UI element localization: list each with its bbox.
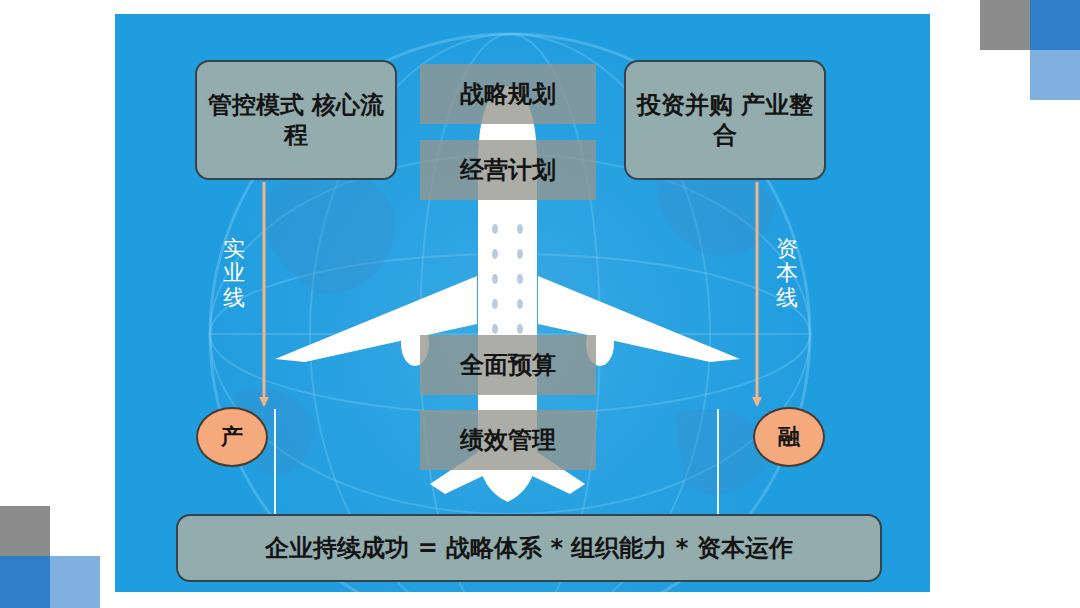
node-text: 管控模式 核心流程 (207, 90, 385, 150)
node-text: 融 (778, 423, 800, 451)
edge-label: 资本线 (776, 237, 798, 310)
outcome-circle: 产 (196, 407, 268, 467)
corner-square (980, 0, 1030, 50)
corner-square (1030, 0, 1080, 50)
stage-box: 经营计划 (420, 140, 596, 200)
process-box: 管控模式 核心流程 (195, 60, 397, 180)
node-text: 产 (221, 423, 243, 451)
corner-square (0, 506, 50, 556)
corner-square (1030, 50, 1080, 100)
corner-square (50, 556, 100, 608)
process-box: 投资并购 产业整合 (624, 60, 826, 180)
node-text: 经营计划 (460, 155, 556, 185)
node-text: 全面预算 (460, 350, 556, 380)
stage-box: 战略规划 (420, 64, 596, 124)
outcome-circle: 融 (753, 407, 825, 467)
node-text: 绩效管理 (460, 425, 556, 455)
formula-band: 企业持续成功 = 战略体系 * 组织能力 * 资本运作 (176, 514, 882, 582)
node-text: 企业持续成功 = 战略体系 * 组织能力 * 资本运作 (265, 533, 792, 563)
node-text: 投资并购 产业整合 (636, 90, 814, 150)
flow-arrow (756, 182, 759, 405)
stage-box: 绩效管理 (420, 410, 596, 470)
node-text: 战略规划 (460, 79, 556, 109)
flow-arrow (263, 182, 266, 405)
edge-label: 实业线 (223, 237, 245, 310)
stage-box: 全面预算 (420, 335, 596, 395)
corner-square (0, 556, 50, 608)
